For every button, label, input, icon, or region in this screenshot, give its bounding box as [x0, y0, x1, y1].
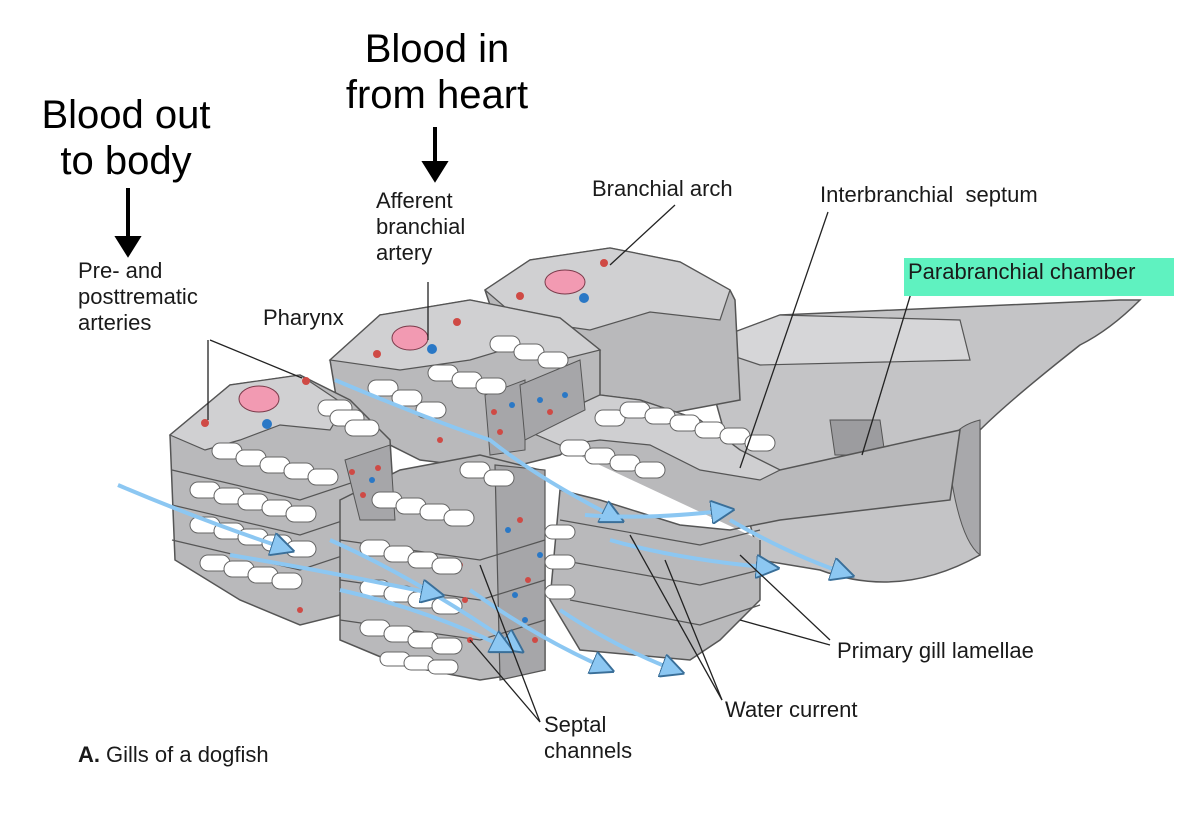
label-pharynx: Pharynx: [263, 305, 344, 330]
label-afferent-artery: Afferent branchial artery: [376, 188, 465, 266]
blood-out-line-1: Blood out: [41, 93, 211, 137]
blood-in-line-2: from heart: [345, 73, 529, 117]
blood-flow-arrows: [114, 127, 449, 258]
label-water-current: Water current: [725, 697, 858, 722]
blood-out-line-2: to body: [60, 139, 192, 183]
label-pre-post-line-2: posttrematic: [78, 284, 198, 309]
label-septal-line-1: Septal: [544, 712, 607, 737]
water-current-arrows: [117, 378, 850, 672]
secondary-lamellae: [189, 335, 776, 675]
blood-in-line-1: Blood in: [364, 27, 510, 71]
caption-letter: A.: [78, 742, 100, 767]
label-pre-post-arteries: Pre- and posttrematic arteries: [78, 258, 198, 336]
label-branchial-arch: Branchial arch: [592, 176, 733, 201]
figure-caption: A.Gills of a dogfish: [78, 742, 269, 768]
blood-out-annotation: Blood out to body: [12, 92, 240, 184]
label-septal-line-2: channels: [544, 738, 633, 763]
caption-text: Gills of a dogfish: [106, 742, 269, 767]
label-parabranchial-chamber: Parabranchial chamber: [904, 258, 1174, 296]
label-pre-post-line-3: arteries: [78, 310, 152, 335]
label-pre-post-line-1: Pre- and: [78, 258, 163, 283]
label-interbranchial-septum: Interbranchial septum: [820, 182, 1038, 207]
label-primary-gill-lamellae: Primary gill lamellae: [837, 638, 1034, 663]
label-afferent-line-1: Afferent: [376, 188, 453, 213]
label-afferent-line-2: branchial: [376, 214, 466, 239]
label-afferent-line-3: artery: [376, 240, 433, 265]
leader-lines: [207, 204, 916, 723]
blood-in-annotation: Blood in from heart: [318, 26, 556, 118]
label-septal-channels: Septal channels: [544, 712, 632, 764]
